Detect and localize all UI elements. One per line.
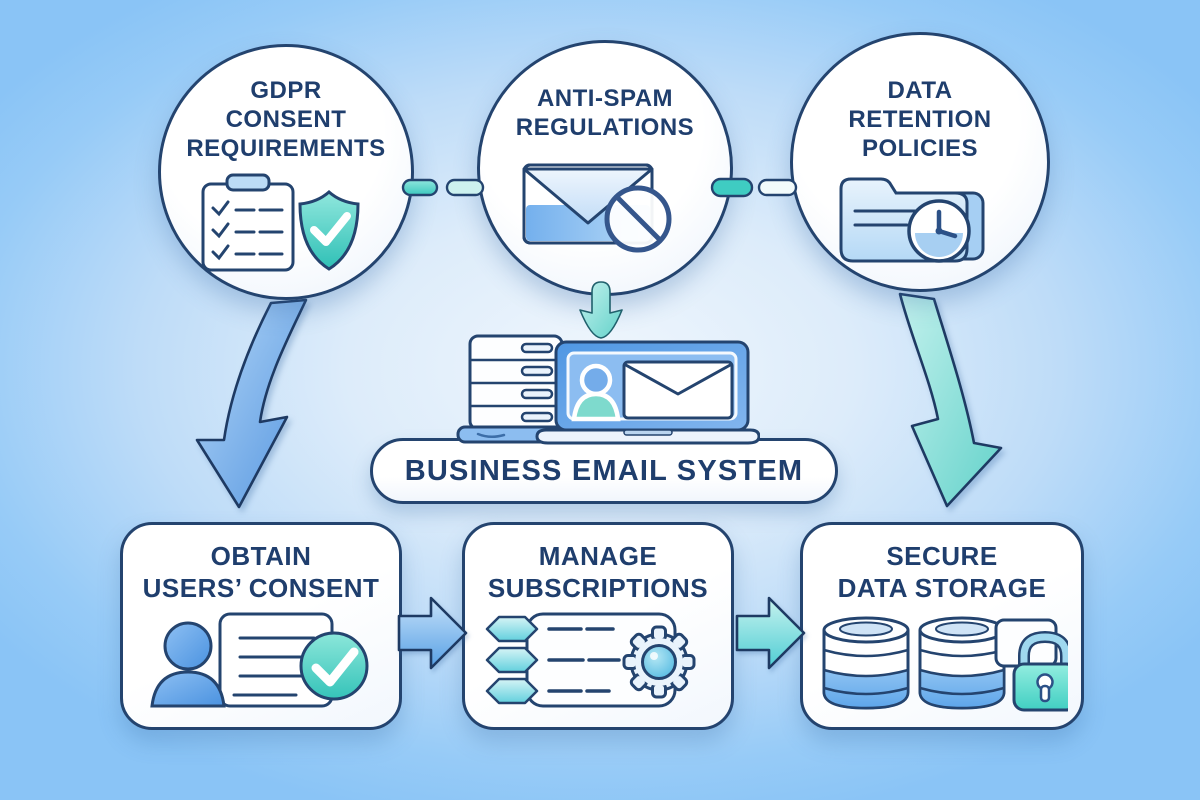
user-document-check-icon xyxy=(150,612,369,708)
dashed-link-gdpr-antispam xyxy=(401,178,485,197)
padlock-icon xyxy=(1012,631,1068,712)
arrow-gdpr-to-consent xyxy=(195,298,308,509)
clock-lower-half xyxy=(915,233,963,258)
arrow-consent-to-subscriptions xyxy=(397,596,468,670)
list-lines xyxy=(547,627,621,694)
clipboard-clip xyxy=(225,173,271,192)
prohibition-slash xyxy=(614,194,663,243)
server-dividers xyxy=(470,358,562,408)
folder-lines xyxy=(853,209,925,227)
screen-envelope-icon xyxy=(622,360,734,420)
node-title-obtain-consent: OBTAIN USERS’ CONSENT xyxy=(143,541,380,604)
title-line: ANTI-SPAM xyxy=(536,85,674,112)
title-line: REGULATIONS xyxy=(515,113,695,141)
title-line: CONSENT xyxy=(225,105,347,133)
folder-clock-icon xyxy=(839,177,985,264)
node-title-gdpr: GDPR CONSENT REQUIREMENTS xyxy=(186,77,385,163)
business-email-system-label: BUSINESS EMAIL SYSTEM xyxy=(404,454,804,487)
database-cylinder xyxy=(822,616,910,710)
node-secure-data-storage: SECURE DATA STORAGE xyxy=(800,522,1084,730)
node-title-antispam: ANTI-SPAM REGULATIONS xyxy=(516,85,694,143)
shield-checkmark xyxy=(310,212,351,247)
shield-check-icon xyxy=(298,190,360,272)
node-data-retention-policies: DATA RETENTION POLICIES xyxy=(790,32,1050,292)
arrow-subscriptions-to-storage xyxy=(735,596,806,670)
check-circle-icon xyxy=(299,631,369,701)
title-line: OBTAIN xyxy=(210,541,312,571)
checkmark xyxy=(311,647,359,687)
node-anti-spam-regulations: ANTI-SPAM REGULATIONS xyxy=(477,40,733,296)
database-cylinder xyxy=(918,616,1006,710)
gear-icon xyxy=(622,625,696,699)
server-handles xyxy=(520,342,554,423)
user-avatar-icon xyxy=(579,363,613,397)
person-body xyxy=(150,670,226,708)
clipboard-checklist-shield-check-icon xyxy=(201,173,360,272)
title-line: DATA STORAGE xyxy=(837,572,1047,603)
title-line: POLICIES xyxy=(861,134,978,162)
checklist-rows xyxy=(211,200,284,261)
title-line: RETENTION xyxy=(848,105,992,133)
title-line: GDPR xyxy=(250,77,322,104)
node-obtain-users-consent: OBTAIN USERS’ CONSENT xyxy=(120,522,402,730)
arrow-retention-to-storage xyxy=(898,292,1003,508)
subscription-list-gear-icon xyxy=(485,612,696,708)
node-manage-subscriptions: MANAGE SUBSCRIPTIONS xyxy=(462,522,734,730)
title-line: REQUIREMENTS xyxy=(186,134,386,162)
title-line: USERS’ CONSENT xyxy=(142,572,380,603)
server-laptop-email-icon xyxy=(456,334,760,445)
email-blocked-icon xyxy=(522,163,672,253)
user-avatar-body xyxy=(571,391,621,422)
title-line: SECURE xyxy=(886,541,998,571)
laptop-notch xyxy=(623,429,673,436)
database-lock-icon xyxy=(822,616,1068,712)
business-email-system-pill: BUSINESS EMAIL SYSTEM xyxy=(370,438,838,504)
laptop-base xyxy=(535,428,760,445)
person-icon xyxy=(163,621,213,671)
title-line: DATA xyxy=(887,77,953,104)
node-title-retention: DATA RETENTION POLICIES xyxy=(848,77,991,163)
title-line: MANAGE xyxy=(538,541,658,571)
title-line: SUBSCRIPTIONS xyxy=(487,572,709,603)
node-title-manage-subscriptions: MANAGE SUBSCRIPTIONS xyxy=(488,541,708,604)
node-gdpr-consent-requirements: GDPR CONSENT REQUIREMENTS xyxy=(158,44,414,300)
node-title-secure-storage: SECURE DATA STORAGE xyxy=(838,541,1047,604)
list-tags xyxy=(485,616,539,705)
